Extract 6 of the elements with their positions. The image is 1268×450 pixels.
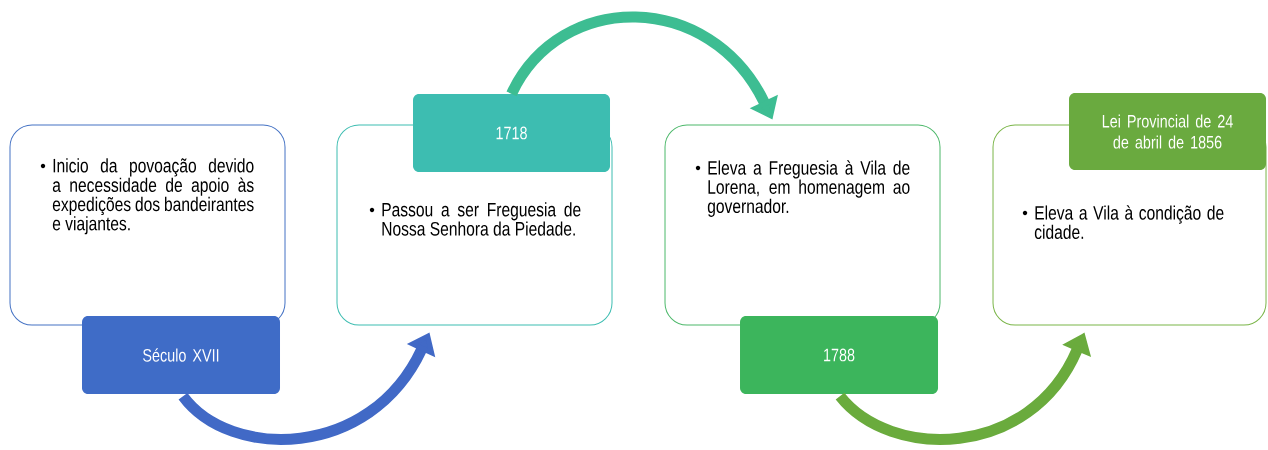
date-tab: Lei Provincial de 24 de abril de 1856 (1069, 93, 1266, 170)
text-card: Eleva a Freguesia à Vila de Lorena, em homenagem ao governador. (664, 124, 941, 326)
date-tab: Século XVII (82, 316, 280, 394)
date-tab: 1788 (740, 316, 938, 394)
date-tab: 1718 (413, 94, 610, 172)
text-card: Inicio da povoação devido a necessidade de apoio às expedições dos bandeirantes e viajantes. (9, 124, 286, 326)
